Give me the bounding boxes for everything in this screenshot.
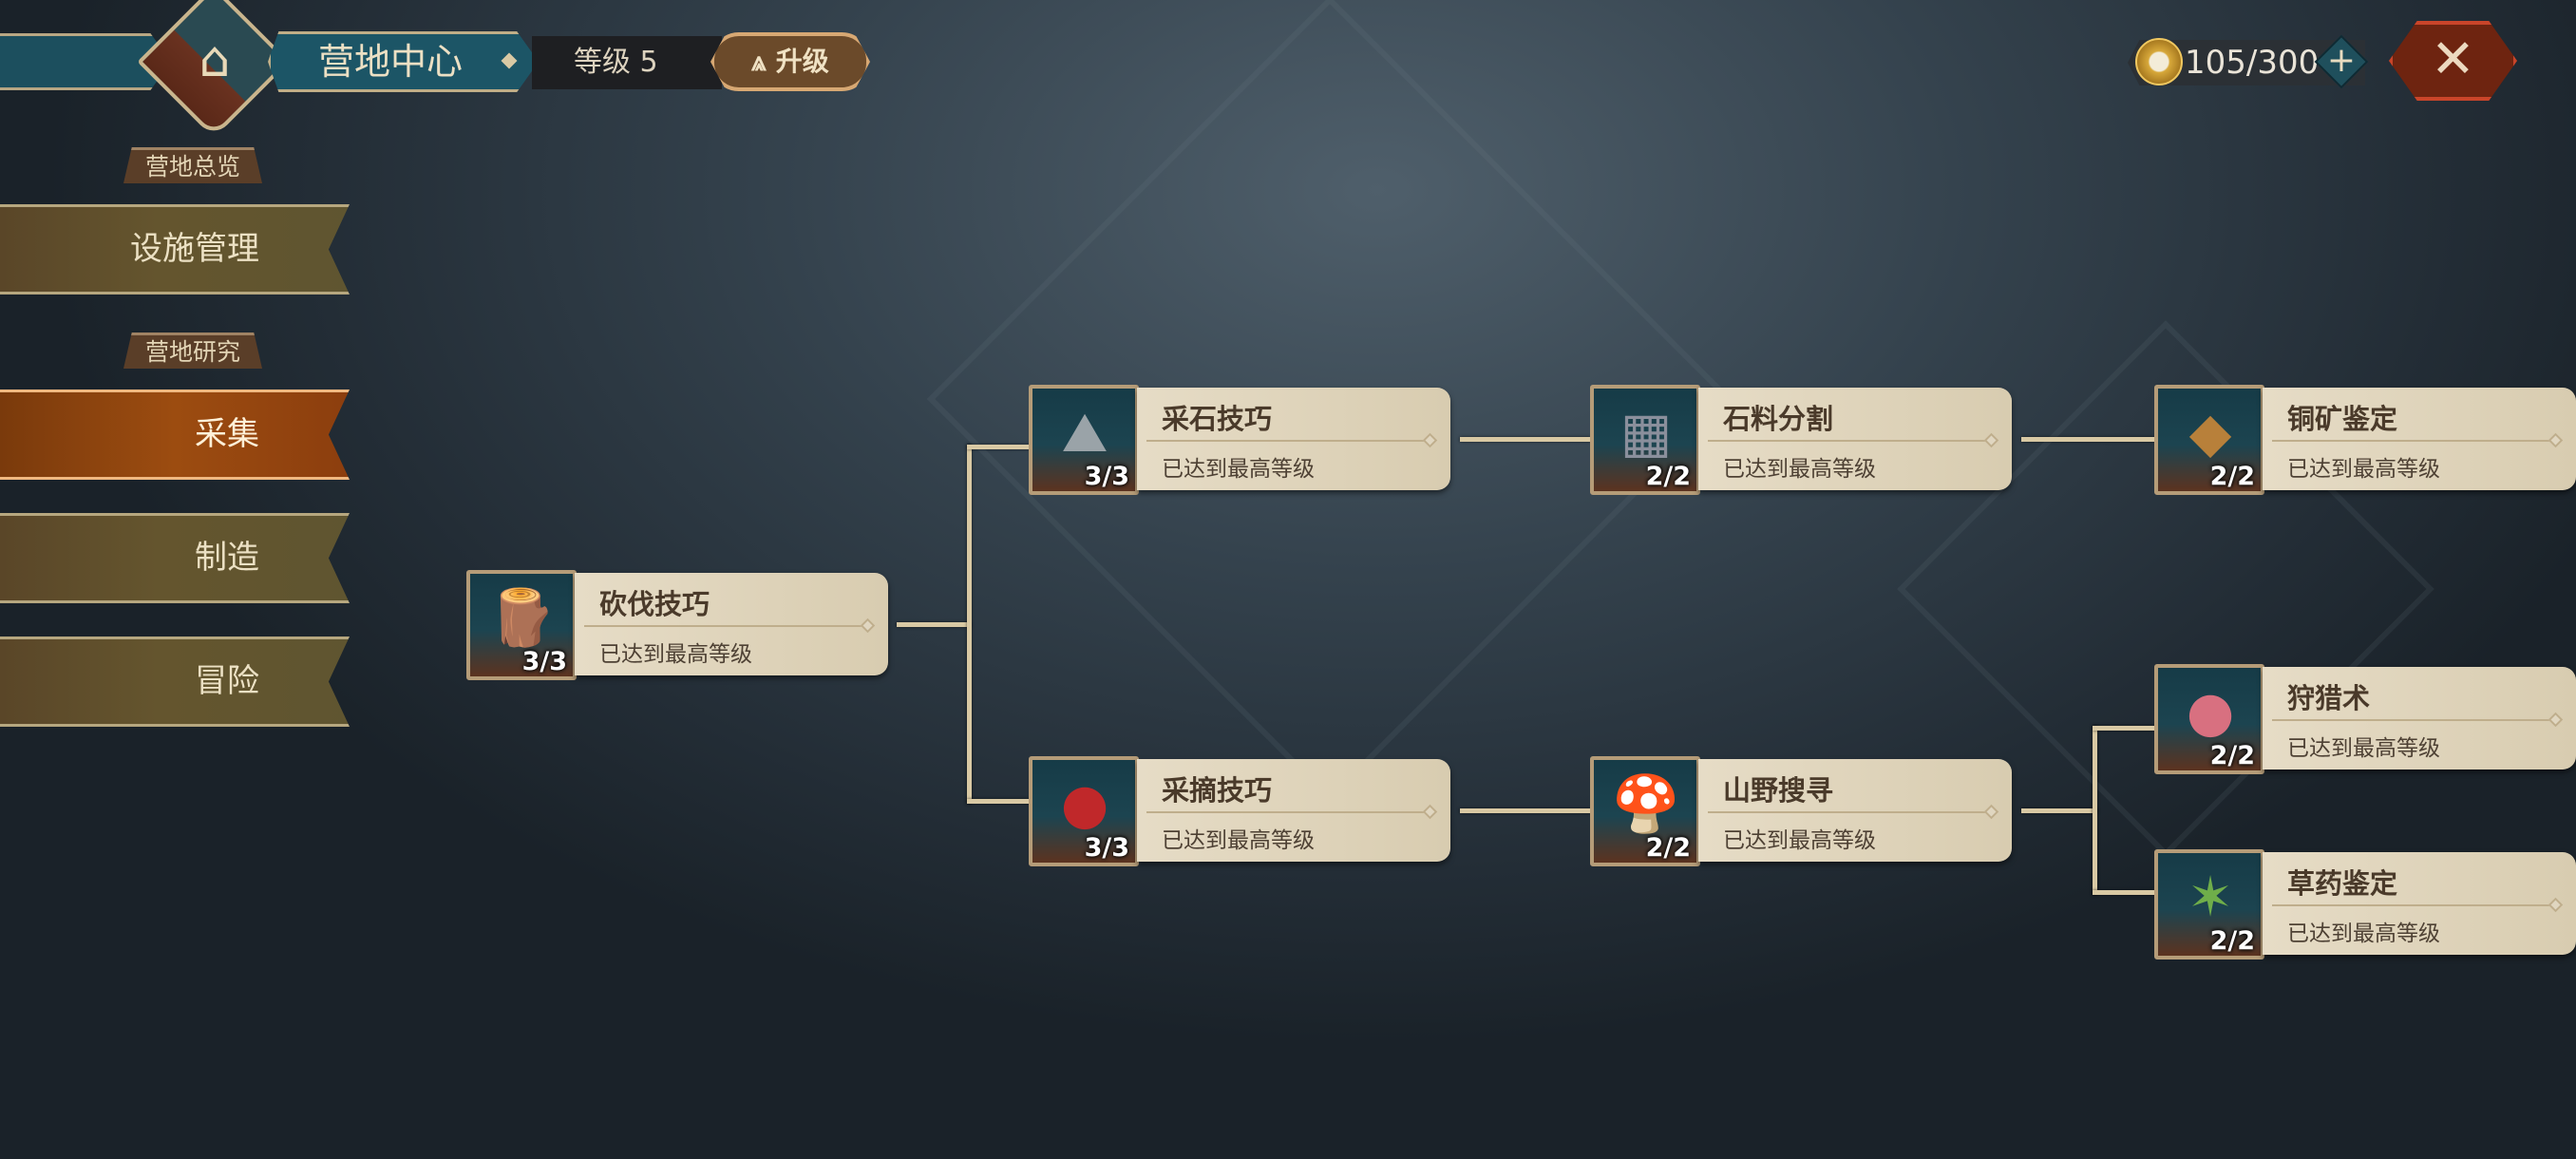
skill-icon-box[interactable]: ▦ 2/2 bbox=[1590, 385, 1700, 495]
diamond-ornament bbox=[2548, 432, 2564, 448]
skill-name: 石料分割 bbox=[1723, 403, 1834, 435]
skill-name: 山野搜寻 bbox=[1723, 774, 1834, 807]
page-title: 营地中心 bbox=[268, 31, 539, 92]
skill-level-count: 3/3 bbox=[1084, 833, 1129, 863]
coin-icon bbox=[2135, 38, 2183, 86]
skill-node[interactable]: ● 2/2 狩猎术 已达到最高等级 bbox=[2154, 664, 2576, 774]
log-icon: 🪵 bbox=[487, 585, 558, 650]
skill-card[interactable]: 石料分割 已达到最高等级 bbox=[1698, 388, 2012, 490]
skill-status: 已达到最高等级 bbox=[1162, 828, 1315, 853]
diamond-ornament bbox=[2548, 897, 2564, 913]
connector bbox=[1460, 808, 1591, 813]
skill-name: 铜矿鉴定 bbox=[2287, 403, 2398, 435]
skill-node[interactable]: ⛰ 3/3 采石技巧 已达到最高等级 bbox=[1029, 385, 1450, 495]
skill-status: 已达到最高等级 bbox=[2287, 457, 2440, 482]
connector bbox=[2093, 890, 2155, 895]
diamond-ornament bbox=[1983, 432, 1999, 448]
diamond-ornament bbox=[1983, 804, 1999, 820]
skill-level-count: 2/2 bbox=[2209, 462, 2255, 491]
skill-name: 砍伐技巧 bbox=[599, 588, 710, 620]
connector bbox=[967, 799, 1030, 804]
skill-node[interactable]: ◆ 2/2 铜矿鉴定 已达到最高等级 bbox=[2154, 385, 2576, 495]
skill-status: 已达到最高等级 bbox=[2287, 922, 2440, 946]
skill-icon-box[interactable]: ● 3/3 bbox=[1029, 756, 1139, 866]
skill-level-count: 2/2 bbox=[1645, 833, 1691, 863]
divider bbox=[584, 625, 871, 627]
skill-status: 已达到最高等级 bbox=[1162, 457, 1315, 482]
berries-icon: ● bbox=[1060, 771, 1109, 836]
upgrade-button[interactable]: ⩓ 升级 bbox=[710, 32, 870, 91]
skill-level-count: 3/3 bbox=[521, 647, 567, 676]
connector bbox=[967, 445, 1030, 449]
skill-status: 已达到最高等级 bbox=[599, 642, 752, 667]
skill-level-count: 2/2 bbox=[2209, 926, 2255, 956]
divider bbox=[1708, 440, 1995, 442]
plus-icon[interactable]: + bbox=[2326, 41, 2357, 80]
skill-name: 采石技巧 bbox=[1162, 403, 1273, 435]
divider bbox=[1146, 440, 1433, 442]
skill-name: 狩猎术 bbox=[2287, 682, 2371, 714]
skill-name: 采摘技巧 bbox=[1162, 774, 1273, 807]
sidebar-item-facility-management[interactable]: 设施管理 bbox=[0, 204, 350, 294]
skill-icon-box[interactable]: ◆ 2/2 bbox=[2154, 385, 2264, 495]
skill-status: 已达到最高等级 bbox=[1723, 828, 1876, 853]
skill-card[interactable]: 铜矿鉴定 已达到最高等级 bbox=[2263, 388, 2576, 490]
skill-icon-box[interactable]: ⛰ 3/3 bbox=[1029, 385, 1139, 495]
skill-level-count: 3/3 bbox=[1084, 462, 1129, 491]
diamond-ornament bbox=[1422, 432, 1438, 448]
connector bbox=[897, 622, 971, 627]
skill-card[interactable]: 采石技巧 已达到最高等级 bbox=[1137, 388, 1450, 490]
stone-icon: ⛰ bbox=[1061, 400, 1108, 465]
divider bbox=[2272, 440, 2559, 442]
diamond-ornament bbox=[2548, 712, 2564, 728]
divider bbox=[1146, 811, 1433, 813]
divider bbox=[2272, 904, 2559, 906]
skill-node[interactable]: ● 3/3 采摘技巧 已达到最高等级 bbox=[1029, 756, 1450, 866]
close-button[interactable]: ✕ bbox=[2389, 21, 2517, 101]
skill-node[interactable]: 🍄 2/2 山野搜寻 已达到最高等级 bbox=[1590, 756, 2012, 866]
connector bbox=[2021, 437, 2155, 442]
sidebar-item-adventure[interactable]: 冒险 bbox=[0, 636, 350, 727]
skill-icon-box[interactable]: 🍄 2/2 bbox=[1590, 756, 1700, 866]
sidebar-item-crafting[interactable]: 制造 bbox=[0, 513, 350, 603]
connector bbox=[2093, 726, 2155, 731]
section-label-overview: 营地总览 bbox=[123, 147, 262, 183]
divider bbox=[1708, 811, 1995, 813]
close-icon: ✕ bbox=[2431, 28, 2475, 90]
upgrade-label: 升级 bbox=[775, 46, 829, 77]
stone-bricks-icon: ▦ bbox=[1619, 400, 1673, 465]
herb-icon: ✶ bbox=[2187, 864, 2234, 929]
diamond-ornament bbox=[860, 618, 876, 634]
sidebar-item-gathering[interactable]: 采集 bbox=[0, 390, 350, 480]
skill-status: 已达到最高等级 bbox=[2287, 736, 2440, 761]
connector bbox=[2093, 726, 2097, 895]
connector bbox=[1460, 437, 1591, 442]
skill-card[interactable]: 狩猎术 已达到最高等级 bbox=[2263, 667, 2576, 770]
skill-icon-box[interactable]: ✶ 2/2 bbox=[2154, 849, 2264, 960]
skill-level-count: 2/2 bbox=[2209, 741, 2255, 770]
skill-level-count: 2/2 bbox=[1645, 462, 1691, 491]
skill-node[interactable]: 🪵 3/3 砍伐技巧 已达到最高等级 bbox=[466, 570, 888, 680]
skill-icon-box[interactable]: 🪵 3/3 bbox=[466, 570, 577, 680]
skill-node[interactable]: ▦ 2/2 石料分割 已达到最高等级 bbox=[1590, 385, 2012, 495]
skill-card[interactable]: 采摘技巧 已达到最高等级 bbox=[1137, 759, 1450, 862]
camp-gear-icon: ⌂ bbox=[199, 31, 231, 88]
meat-icon: ● bbox=[2186, 679, 2235, 744]
skill-card[interactable]: 草药鉴定 已达到最高等级 bbox=[2263, 852, 2576, 955]
section-label-research: 营地研究 bbox=[123, 332, 262, 369]
connector bbox=[2021, 808, 2097, 813]
mushroom-icon: 🍄 bbox=[1611, 771, 1681, 836]
connector bbox=[967, 445, 972, 804]
skill-node[interactable]: ✶ 2/2 草药鉴定 已达到最高等级 bbox=[2154, 849, 2576, 960]
skill-card[interactable]: 山野搜寻 已达到最高等级 bbox=[1698, 759, 2012, 862]
skill-status: 已达到最高等级 bbox=[1723, 457, 1876, 482]
copper-ore-icon: ◆ bbox=[2188, 400, 2232, 465]
skill-icon-box[interactable]: ● 2/2 bbox=[2154, 664, 2264, 774]
skill-name: 草药鉴定 bbox=[2287, 867, 2398, 900]
diamond-ornament bbox=[1422, 804, 1438, 820]
divider bbox=[2272, 719, 2559, 721]
camp-level: 等级 5 bbox=[532, 36, 722, 89]
skill-card[interactable]: 砍伐技巧 已达到最高等级 bbox=[575, 573, 888, 675]
